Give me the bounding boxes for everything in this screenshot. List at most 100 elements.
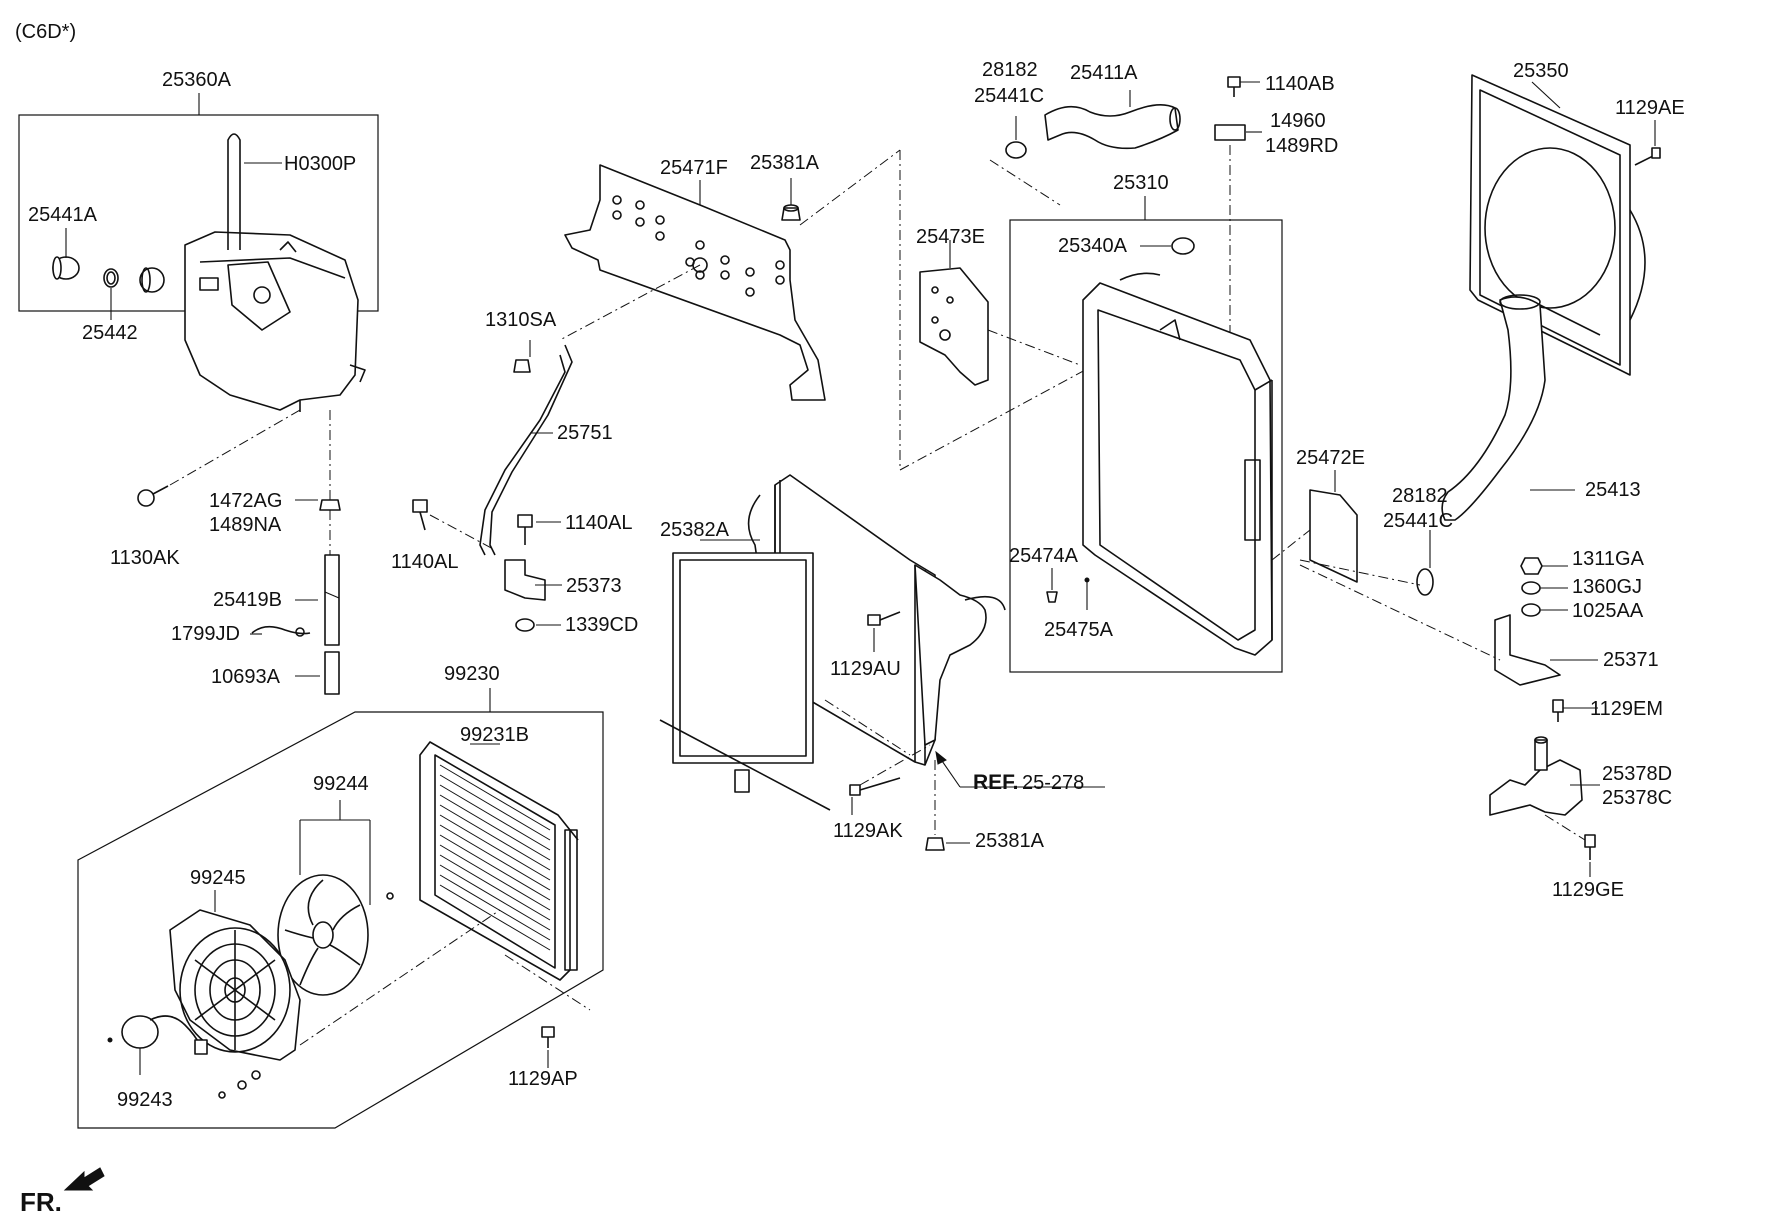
variant-label: (C6D*) bbox=[15, 21, 77, 43]
callout-25350: 25350 bbox=[1513, 60, 1569, 82]
grommet-25381a-lower bbox=[925, 760, 945, 851]
bolt-1129em bbox=[1552, 699, 1564, 722]
callout-1140al-left: 1140AL bbox=[391, 551, 459, 573]
lower-hose-25413 bbox=[1441, 294, 1546, 521]
clamp-25441c-lower bbox=[1299, 559, 1434, 596]
callout-1339cd: 1339CD bbox=[565, 614, 639, 636]
leader-lines bbox=[65, 81, 1656, 1075]
reservoir-cap-25441a bbox=[52, 256, 80, 280]
fastener-25475a bbox=[1084, 577, 1090, 583]
callout-25419b: 25419B bbox=[213, 589, 282, 611]
callout-25378d: 25378D bbox=[1602, 763, 1673, 785]
clip-14960 bbox=[1214, 124, 1246, 345]
bolt-1140al-right bbox=[517, 514, 533, 545]
callout-25441a: 25441A bbox=[28, 204, 97, 226]
clamp-25441c-upper bbox=[989, 141, 1061, 206]
callout-25441c-upper: 25441C bbox=[974, 85, 1045, 107]
upper-hose-25411a bbox=[1044, 104, 1181, 150]
callout-1310sa: 1310SA bbox=[485, 309, 557, 331]
washer-1360gj bbox=[1521, 581, 1541, 595]
shroud-panel-25471f bbox=[564, 164, 826, 401]
radiator-screen bbox=[659, 552, 831, 811]
callout-25373: 25373 bbox=[566, 575, 622, 597]
callout-1140ab: 1140AB bbox=[1265, 73, 1335, 95]
bolt-1129ap bbox=[541, 1026, 555, 1048]
reference-arrow bbox=[935, 750, 1105, 788]
bolt-1129ak bbox=[849, 744, 931, 796]
nut-1311ga bbox=[1520, 557, 1543, 575]
callout-25340a: 25340A bbox=[1058, 235, 1127, 257]
callout-1311ga: 1311GA bbox=[1572, 548, 1644, 570]
intercooler-pipe bbox=[914, 564, 1006, 746]
callout-1129au: 1129AU bbox=[830, 658, 901, 680]
bolt-1129au bbox=[867, 611, 901, 626]
callout-25360a: 25360A bbox=[162, 69, 231, 91]
reservoir-hose-parts bbox=[251, 410, 341, 695]
callout-99230: 99230 bbox=[444, 663, 500, 685]
callout-1489na: 1489NA bbox=[209, 514, 282, 536]
callout-99231b: 99231B bbox=[460, 724, 529, 746]
callout-1129ap: 1129AP bbox=[508, 1068, 578, 1090]
callout-25471f: 25471F bbox=[660, 157, 728, 179]
callout-99244: 99244 bbox=[313, 773, 369, 795]
callout-25382a: 25382A bbox=[660, 519, 729, 541]
callout-1472ag: 1472AG bbox=[209, 490, 283, 512]
bolt-1130ak bbox=[137, 409, 301, 507]
callout-28182-upper: 28182 bbox=[982, 59, 1038, 81]
callout-25310: 25310 bbox=[1113, 172, 1169, 194]
callout-99245: 99245 bbox=[190, 867, 246, 889]
radiator-cap-25340a bbox=[1171, 237, 1195, 255]
callout-25472e: 25472E bbox=[1296, 447, 1365, 469]
callout-1129ge: 1129GE bbox=[1552, 879, 1624, 901]
callout-25475a: 25475A bbox=[1044, 619, 1113, 641]
callout-1130ak: 1130AK bbox=[110, 547, 180, 569]
callout-25411a: 25411A bbox=[1070, 62, 1138, 84]
reference-prefix: REF. bbox=[973, 771, 1019, 794]
reservoir-tank bbox=[184, 231, 366, 412]
callout-1129em: 1129EM bbox=[1590, 698, 1664, 720]
mount-25378d bbox=[1489, 736, 1583, 816]
fan-blade-99244 bbox=[277, 874, 394, 996]
stay-rod-25751 bbox=[479, 344, 573, 556]
callout-25442: 25442 bbox=[82, 322, 138, 344]
callout-10693a: 10693A bbox=[211, 666, 280, 688]
reservoir-neck bbox=[139, 267, 165, 293]
callout-25381a-upper: 25381A bbox=[750, 152, 819, 174]
bolt-1129ge bbox=[1544, 814, 1596, 860]
bolt-1129ae bbox=[1634, 147, 1661, 166]
callout-25473e: 25473E bbox=[916, 226, 985, 248]
callout-1799jd: 1799JD bbox=[171, 623, 240, 645]
condenser-group-box bbox=[77, 688, 604, 1129]
bracket-25473e bbox=[919, 267, 1081, 386]
callout-25378c: 25378C bbox=[1602, 787, 1673, 809]
fan-shroud-99245 bbox=[169, 909, 501, 1061]
fastener-25474a bbox=[1046, 591, 1058, 603]
callout-1129ak: 1129AK bbox=[833, 820, 903, 842]
callout-99243: 99243 bbox=[117, 1089, 173, 1111]
bolt-1140al-left bbox=[412, 499, 496, 551]
callout-25413: 25413 bbox=[1585, 479, 1641, 501]
grommet-25381a-upper bbox=[781, 204, 801, 221]
callout-1025aa: 1025AA bbox=[1572, 600, 1644, 622]
washer-1025aa bbox=[1521, 603, 1541, 617]
overflow-hose-h0300p bbox=[227, 133, 241, 250]
callout-1140al-right: 1140AL bbox=[565, 512, 633, 534]
front-direction-arrow bbox=[63, 1167, 105, 1191]
callout-1360gj: 1360GJ bbox=[1572, 576, 1643, 598]
front-direction-label: FR. bbox=[20, 1187, 62, 1217]
bolt-1310sa bbox=[513, 359, 531, 373]
callout-25381a-lower: 25381A bbox=[975, 830, 1044, 852]
fan-shroud-25350 bbox=[1469, 74, 1646, 376]
bolt-1140ab bbox=[1227, 76, 1241, 97]
condenser-99231b bbox=[419, 741, 591, 1011]
callout-h0300p: H0300P bbox=[284, 153, 357, 175]
radiator-25310 bbox=[1082, 272, 1273, 656]
reference-value: 25-278 bbox=[1022, 772, 1085, 794]
small-fasteners bbox=[218, 1070, 261, 1099]
callout-1129ae: 1129AE bbox=[1615, 97, 1685, 119]
callout-28182-lower: 28182 bbox=[1392, 485, 1448, 507]
bracket-25472e bbox=[1271, 489, 1358, 583]
grommet-1339cd bbox=[515, 618, 535, 632]
bracket-25371 bbox=[1299, 564, 1561, 686]
